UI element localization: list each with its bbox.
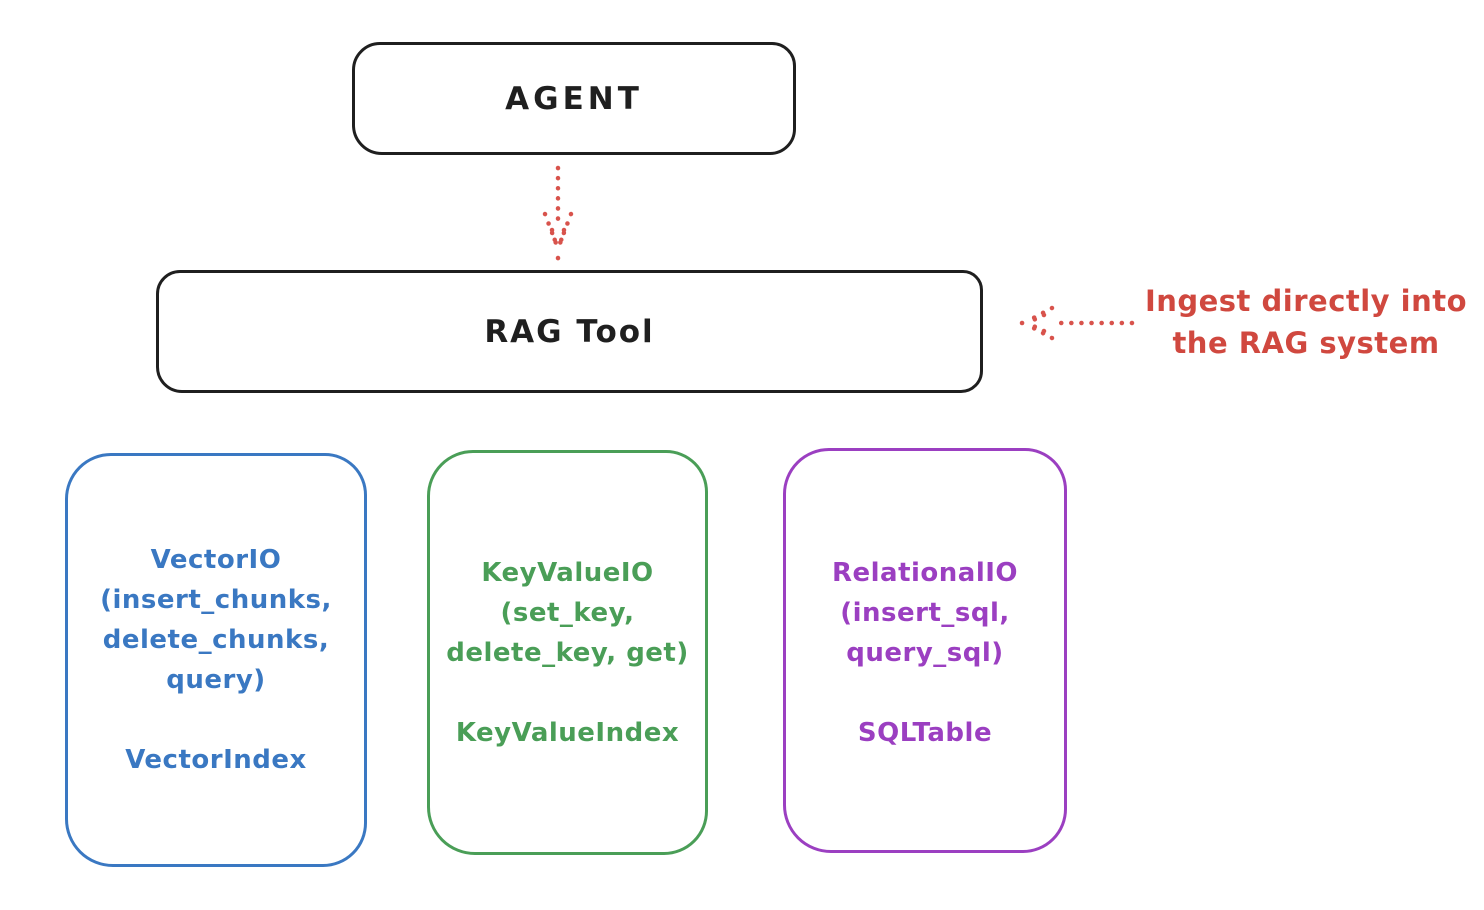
ingest-annotation-line1: Ingest directly into	[1144, 284, 1468, 318]
io-line: query)	[166, 665, 266, 695]
keyvalue-io-text: KeyValueIO (set_key, delete_key, get) Ke…	[430, 453, 705, 753]
vector-io-text: VectorIO (insert_chunks, delete_chunks, …	[68, 456, 364, 780]
rag-tool-box-label: RAG Tool	[484, 313, 655, 350]
io-line: delete_chunks,	[102, 625, 330, 655]
ingest-annotation: Ingest directly into the RAG system	[1128, 280, 1484, 364]
io-line: KeyValueIO	[481, 558, 654, 588]
io-line: (insert_chunks,	[100, 585, 332, 615]
spacer	[786, 673, 1064, 713]
relational-io-text: RelationalIO (insert_sql, query_sql) SQL…	[786, 451, 1064, 753]
rag-tool-box: RAG Tool	[156, 270, 983, 393]
io-line: (insert_sql,	[840, 598, 1010, 628]
agent-box: AGENT	[352, 42, 796, 155]
agent-box-label: AGENT	[505, 80, 643, 117]
vector-index-label: VectorIndex	[125, 745, 307, 775]
spacer	[68, 700, 364, 740]
ingest-annotation-line2: the RAG system	[1172, 326, 1440, 360]
agent-to-ragtool-arrow	[542, 165, 574, 261]
sqltable-label: SQLTable	[857, 718, 993, 748]
keyvalue-io-box: KeyValueIO (set_key, delete_key, get) Ke…	[427, 450, 708, 855]
io-line: RelationalIO	[831, 558, 1019, 588]
io-line: delete_key, get)	[446, 638, 689, 668]
io-line: (set_key,	[500, 598, 635, 628]
keyvalue-index-label: KeyValueIndex	[455, 718, 680, 748]
io-line: VectorIO	[150, 545, 282, 575]
spacer	[430, 673, 705, 713]
relational-io-box: RelationalIO (insert_sql, query_sql) SQL…	[783, 448, 1067, 853]
vector-io-box: VectorIO (insert_chunks, delete_chunks, …	[65, 453, 367, 867]
ingest-annotation-arrow	[1019, 305, 1135, 341]
io-line: query_sql)	[846, 638, 1004, 668]
